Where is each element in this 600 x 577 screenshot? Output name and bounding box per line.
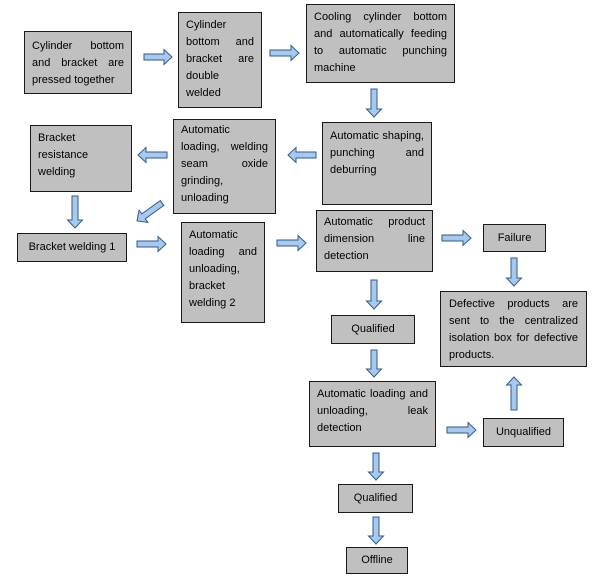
step-bracket-welding-1: Bracket welding 1 bbox=[17, 233, 127, 262]
step-dimension-detection: Automatic product dimension line detecti… bbox=[316, 210, 433, 272]
arrow-resistance-to-weld1 bbox=[66, 195, 84, 229]
arrow-cooling-to-shaping bbox=[365, 88, 383, 118]
step-leak-detection: Automatic loading and unloading, leak de… bbox=[309, 381, 436, 447]
arrow-qualified-to-offline bbox=[367, 516, 385, 545]
step-double-welded: Cylinder bottom and bracket are double w… bbox=[178, 12, 262, 108]
arrow-dimension-to-qualified bbox=[365, 279, 383, 310]
arrow-dimension-to-failure bbox=[441, 229, 472, 247]
step-bracket-welding-2: Automatic loading and unloading, bracket… bbox=[181, 222, 265, 323]
step-cooling-feeding: Cooling cylinder bottom and automaticall… bbox=[306, 4, 455, 83]
step-resistance-welding: Bracket resistance welding bbox=[30, 125, 132, 192]
arrow-unqualified-to-isolation bbox=[505, 376, 523, 411]
result-qualified-2: Qualified bbox=[338, 484, 413, 513]
step-press-together: Cylinder bottom and bracket are pressed … bbox=[24, 31, 132, 94]
arrow-press-to-double-weld bbox=[143, 48, 173, 66]
arrow-weld1-to-weld2 bbox=[136, 235, 167, 253]
arrow-double-weld-to-cooling bbox=[269, 44, 300, 62]
arrow-weld2-to-dimension bbox=[276, 234, 307, 252]
result-failure: Failure bbox=[483, 224, 546, 252]
step-offline: Offline bbox=[346, 547, 408, 574]
arrow-qualified-to-leak bbox=[365, 349, 383, 378]
result-unqualified: Unqualified bbox=[483, 418, 564, 447]
arrow-leak-to-qualified bbox=[367, 452, 385, 481]
step-shaping-punching: Automatic shaping, punching and deburrin… bbox=[322, 122, 432, 205]
arrow-grinding-to-resistance bbox=[137, 146, 168, 164]
arrow-shaping-to-grinding bbox=[287, 146, 317, 164]
result-qualified-1: Qualified bbox=[331, 315, 415, 344]
arrow-leak-to-unqualified bbox=[446, 421, 477, 439]
arrow-failure-to-isolation bbox=[505, 257, 523, 287]
step-seam-grinding: Automatic loading, welding seam oxide gr… bbox=[173, 119, 276, 214]
arrow-grinding-to-weld1 bbox=[136, 199, 165, 224]
step-isolation-box: Defective products are sent to the centr… bbox=[440, 291, 587, 367]
